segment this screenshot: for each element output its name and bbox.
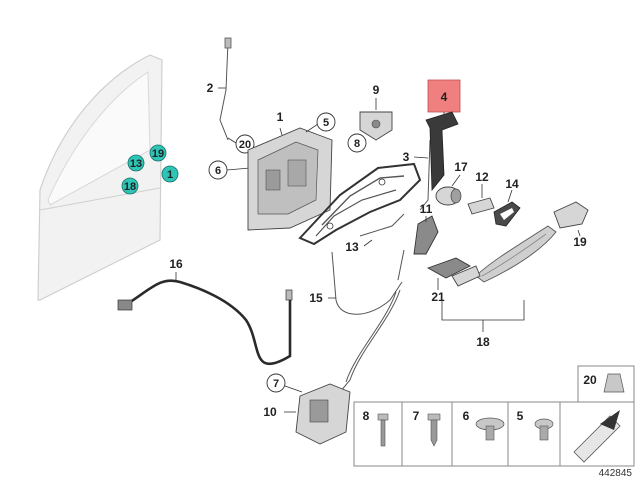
part-14-seal bbox=[493, 189, 521, 227]
part-2-rod bbox=[218, 37, 232, 141]
legend-arrow-icon bbox=[559, 401, 635, 467]
label-1: 1 bbox=[277, 110, 284, 124]
part-21-bracket bbox=[426, 257, 481, 290]
label-16: 16 bbox=[169, 257, 183, 271]
part-9-bracket bbox=[359, 98, 393, 141]
label-15: 15 bbox=[309, 291, 323, 305]
part-18-outer-handle bbox=[441, 225, 557, 332]
svg-text:8: 8 bbox=[354, 138, 360, 150]
svg-text:20: 20 bbox=[583, 373, 597, 387]
svg-text:1: 1 bbox=[167, 169, 173, 181]
part-10-latch bbox=[284, 383, 351, 445]
svg-text:20: 20 bbox=[239, 139, 251, 151]
svg-text:5: 5 bbox=[517, 409, 524, 423]
callout-6[interactable]: 6 bbox=[208, 160, 251, 180]
door-marker-18[interactable]: 18 bbox=[121, 177, 139, 195]
part-3-rod bbox=[413, 139, 431, 211]
legend-clip-20[interactable]: 20 bbox=[577, 365, 635, 403]
svg-text:6: 6 bbox=[463, 409, 470, 423]
svg-text:5: 5 bbox=[323, 117, 329, 129]
part-15-cable bbox=[328, 249, 405, 315]
door-marker-13[interactable]: 13 bbox=[127, 154, 145, 172]
door-marker-19[interactable]: 19 bbox=[149, 144, 167, 162]
svg-text:8: 8 bbox=[363, 409, 370, 423]
label-13: 13 bbox=[345, 240, 359, 254]
label-10: 10 bbox=[263, 405, 277, 419]
catalog-number: 442845 bbox=[599, 468, 633, 479]
svg-text:7: 7 bbox=[413, 409, 420, 423]
label-12: 12 bbox=[475, 170, 489, 184]
label-19: 19 bbox=[573, 235, 587, 249]
svg-text:7: 7 bbox=[273, 378, 279, 390]
legend-screw-7[interactable]: 7 bbox=[401, 401, 453, 467]
label-14: 14 bbox=[505, 177, 519, 191]
label-9: 9 bbox=[373, 83, 380, 97]
part-1-lock-module bbox=[247, 127, 333, 231]
label-18: 18 bbox=[476, 335, 490, 349]
handle-carrier-frame bbox=[298, 162, 422, 246]
highlight-part-4[interactable]: 4 bbox=[427, 79, 461, 113]
svg-text:4: 4 bbox=[441, 90, 448, 104]
part-17-cylinder bbox=[435, 174, 462, 206]
callout-20[interactable]: 20 bbox=[227, 134, 255, 154]
legend-screw-8[interactable]: 8 bbox=[353, 401, 403, 467]
part-4-cover bbox=[425, 111, 459, 192]
part-12-gasket bbox=[467, 184, 495, 215]
part-16-cable bbox=[117, 272, 293, 366]
label-2: 2 bbox=[207, 81, 214, 95]
door-illustration bbox=[37, 54, 163, 301]
legend-screw-5[interactable]: 5 bbox=[507, 401, 561, 467]
callout-5[interactable]: 5 bbox=[305, 112, 336, 133]
svg-text:18: 18 bbox=[124, 181, 136, 193]
latch-cable bbox=[339, 289, 401, 393]
callout-7[interactable]: 7 bbox=[266, 373, 303, 393]
label-3: 3 bbox=[403, 150, 410, 164]
label-11: 11 bbox=[420, 202, 433, 216]
part-13-clip bbox=[359, 213, 405, 247]
part-19-cap bbox=[553, 201, 589, 237]
svg-text:19: 19 bbox=[152, 148, 164, 160]
svg-text:13: 13 bbox=[130, 158, 142, 170]
label-21: 21 bbox=[431, 290, 445, 304]
legend-screw-6[interactable]: 6 bbox=[451, 401, 509, 467]
svg-text:6: 6 bbox=[215, 165, 221, 177]
label-17: 17 bbox=[454, 160, 468, 174]
callout-8-top[interactable]: 8 bbox=[347, 133, 367, 153]
door-marker-1[interactable]: 1 bbox=[161, 165, 179, 183]
part-11-bracket bbox=[413, 215, 439, 255]
